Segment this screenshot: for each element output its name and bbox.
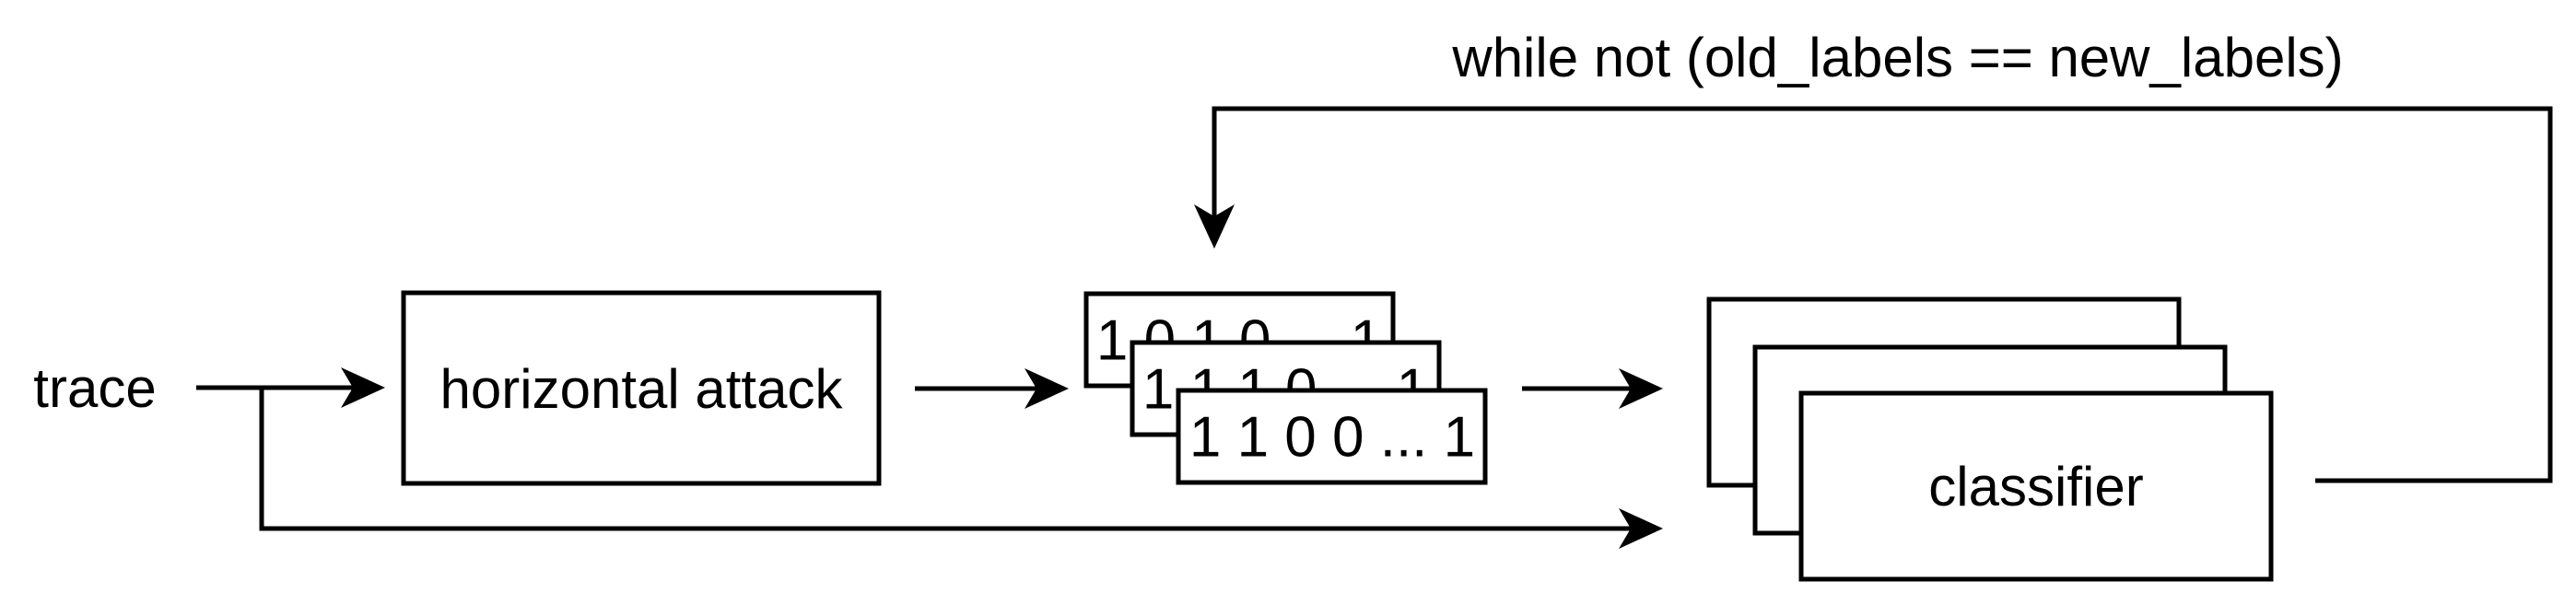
label-sequence-front: 1 1 0 0 ... 1 [1189,406,1475,470]
while-condition-label: while not (old_labels == new_labels) [1451,27,2343,88]
feedback-loop-arrow [1194,106,2553,483]
arrow-trace-to-classifier-bottom [259,388,1663,549]
horizontal-attack-box [401,290,882,486]
classifier-sheet-front [1798,390,2274,582]
horizontal-attack-label: horizontal attack [440,358,844,420]
horizontal-attack-node: horizontal attack [401,290,882,486]
label-sheets-stack: 1 0 1 0 ... 1 1 1 1 0 ... 1 1 1 0 0 ... … [1083,291,1488,485]
label-sheet-front [1176,388,1488,485]
trace-label: trace [33,357,156,419]
classifier-label: classifier [1928,456,2143,517]
classifier-stack: classifier [1706,296,2274,582]
